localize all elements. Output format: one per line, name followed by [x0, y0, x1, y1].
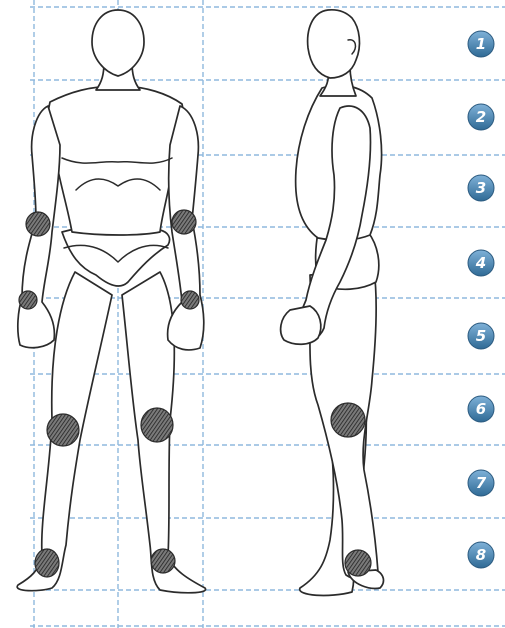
- front-left-knee-joint: [47, 414, 79, 446]
- side-view-figure: [281, 10, 384, 596]
- numbered-badge: 5: [468, 323, 494, 349]
- numbered-badge: 3: [468, 175, 494, 201]
- numbered-badge: 6: [468, 396, 494, 422]
- front-right-knee-joint: [141, 408, 173, 442]
- side-ankle-joint: [345, 550, 371, 576]
- head-unit-badges: 1 2 3 4 5 6 7 8: [468, 31, 494, 568]
- numbered-badge: 4: [468, 250, 494, 276]
- badge-label: 8: [476, 546, 486, 564]
- badge-label: 7: [476, 474, 487, 492]
- badge-label: 5: [476, 327, 486, 345]
- side-hand: [281, 306, 321, 344]
- front-right-wrist-joint: [181, 291, 199, 309]
- badge-label: 2: [476, 108, 486, 126]
- numbered-badge: 7: [468, 470, 494, 496]
- badge-label: 6: [476, 400, 486, 418]
- side-head: [308, 10, 360, 78]
- badge-label: 1: [476, 35, 486, 53]
- front-left-ankle-joint: [35, 549, 59, 577]
- front-left-elbow-joint: [26, 212, 50, 236]
- front-view-figure: [17, 10, 205, 593]
- badge-label: 4: [475, 254, 486, 272]
- front-right-elbow-joint: [172, 210, 196, 234]
- numbered-badge: 1: [468, 31, 494, 57]
- front-head: [92, 10, 144, 76]
- front-left-wrist-joint: [19, 291, 37, 309]
- side-knee-joint: [331, 403, 365, 437]
- front-right-ankle-joint: [151, 549, 175, 573]
- numbered-badge: 2: [468, 104, 494, 130]
- badge-label: 3: [476, 179, 486, 197]
- numbered-badge: 8: [468, 542, 494, 568]
